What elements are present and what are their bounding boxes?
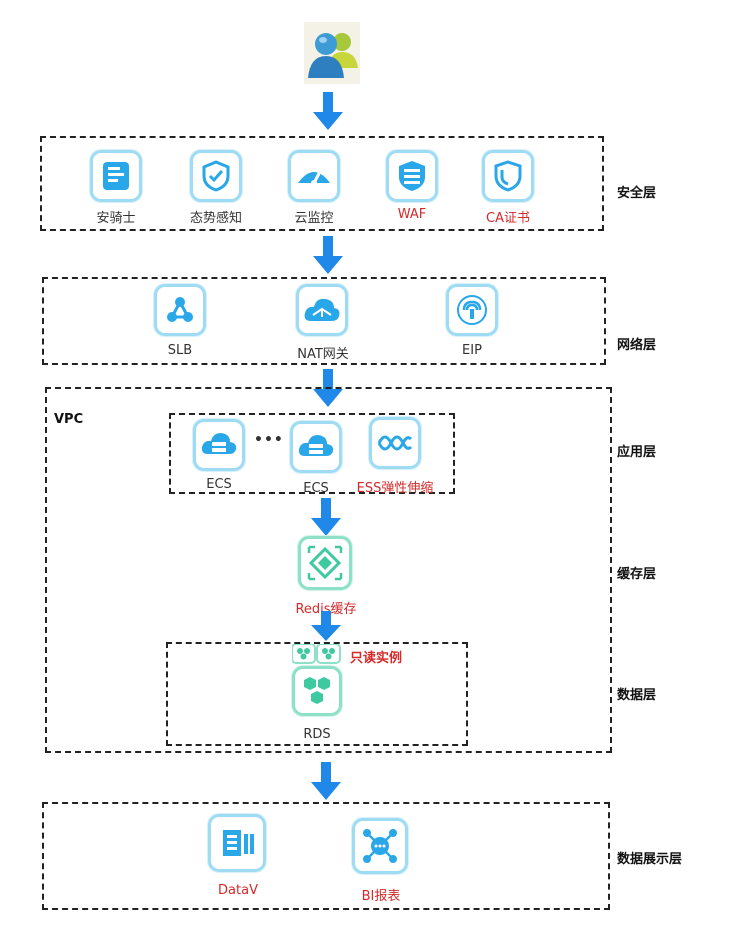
bi-tile[interactable] [352, 818, 408, 874]
display-layer-label: 数据展示层 [617, 852, 683, 867]
yunjiankong-tile[interactable] [288, 150, 340, 202]
app-layer-label: 应用层 [617, 445, 657, 460]
readonly-label: 只读实例 [350, 651, 403, 666]
datav-tile[interactable] [208, 814, 266, 872]
datav-icon [223, 830, 254, 856]
redis-label: Redis缓存 [295, 602, 357, 617]
security-item-label: 云监控 [294, 211, 334, 226]
database-icon [304, 677, 330, 704]
certificate-shield-icon [494, 160, 522, 192]
ellipsis: ••• [254, 432, 284, 448]
db-replica-icon [291, 643, 342, 668]
vpc-box [45, 387, 612, 753]
cloud-server-icon [201, 433, 237, 454]
taishi-tile[interactable] [190, 150, 242, 202]
ecs-label: ECS [303, 481, 329, 496]
security-item-label: 态势感知 [189, 211, 243, 226]
network-layer-label: 网络层 [617, 338, 657, 353]
users-icon [304, 22, 360, 84]
data-layer-box [166, 642, 468, 746]
ecs-label: ECS [206, 477, 232, 492]
ca-tile[interactable] [482, 150, 534, 202]
down-arrow [311, 498, 341, 542]
eip-tile[interactable] [446, 284, 498, 336]
nat-tile[interactable] [296, 284, 348, 336]
security-item-label: CA证书 [486, 211, 530, 226]
elastic-ip-icon [457, 295, 487, 325]
security-item-label: 安骑士 [96, 211, 136, 226]
waf-tile[interactable] [386, 150, 438, 202]
rds-label: RDS [303, 727, 331, 742]
cloud-server-icon [298, 435, 334, 456]
data-layer-label: 数据层 [617, 688, 657, 703]
down-arrow [313, 236, 343, 280]
security-layer-label: 安全层 [617, 186, 657, 201]
wave-icon [377, 435, 413, 451]
security-item-label: WAF [397, 207, 427, 222]
redis-icon [307, 545, 343, 581]
network-item-label: SLB [167, 343, 193, 358]
down-arrow [313, 92, 343, 136]
bi-label: BI报表 [361, 889, 401, 904]
vpc-label: VPC [54, 412, 84, 427]
ess-label: ESS弹性伸缩 [356, 481, 434, 496]
firewall-icon [399, 161, 425, 191]
ess-tile[interactable] [369, 417, 421, 469]
network-item-label: NAT网关 [297, 347, 349, 362]
cloud-network-icon [304, 298, 340, 321]
redis-tile[interactable] [298, 536, 352, 590]
gauge-icon [298, 167, 330, 186]
ecs-tile[interactable] [193, 419, 245, 471]
slb-tile[interactable] [154, 284, 206, 336]
security-layer-box [40, 136, 604, 231]
ecs-tile[interactable] [290, 421, 342, 473]
bi-report-icon [363, 829, 397, 863]
app-layer-box [169, 413, 455, 494]
down-arrow [313, 369, 343, 413]
network-item-label: EIP [462, 343, 482, 358]
datav-label: DataV [218, 883, 258, 898]
display-layer-box [42, 802, 610, 910]
load-balancer-icon [167, 297, 193, 322]
shield-check-icon [202, 160, 230, 192]
rds-tile[interactable] [292, 666, 342, 716]
anqishi-tile[interactable] [90, 150, 142, 202]
network-layer-box [42, 277, 606, 365]
down-arrow [311, 762, 341, 806]
down-arrow [311, 611, 341, 647]
cache-layer-label: 缓存层 [617, 567, 657, 582]
server-shield-icon [103, 162, 129, 190]
